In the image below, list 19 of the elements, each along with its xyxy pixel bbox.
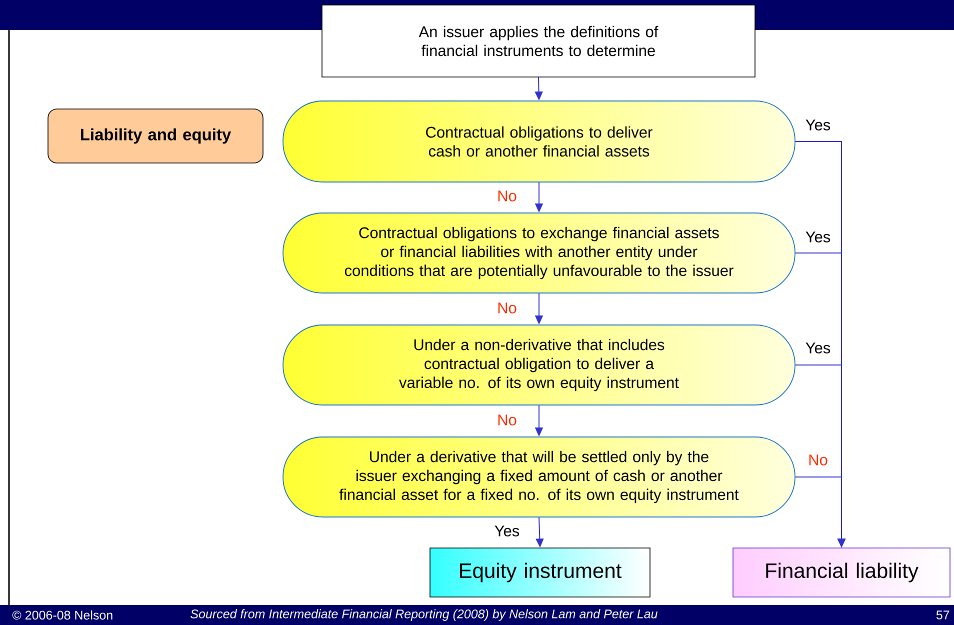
edge-label: Yes: [804, 230, 832, 244]
edge-label: No: [496, 190, 518, 202]
edge-label: Yes: [804, 118, 832, 132]
flow-box: An issuer applies the definitions of financial instruments to determine: [322, 4, 756, 78]
decision-box: Under a non-derivative that includes contractual obligation to deliver a variable no. of its own equity instrument: [282, 324, 796, 406]
edge-label: No: [496, 302, 518, 314]
outcome-box: Equity instrument: [430, 548, 650, 598]
edge-label: No: [807, 454, 829, 466]
footer-text: 57: [936, 610, 950, 620]
outcome-box: Financial liability: [732, 548, 950, 598]
decision-box: Contractual obligations to exchange financial assets or financial liabilities with another entity under conditions that are potentially unfavourable to the issuer: [282, 212, 796, 294]
edge-label: Yes: [804, 342, 832, 354]
footer-text: Sourced from Intermediate Financial Reporting (2008) by Nelson Lam and Peter Lau: [190, 609, 658, 621]
decision-box: Contractual obligations to deliver cash or another financial assets: [282, 100, 796, 182]
edge-label: Yes: [493, 524, 521, 538]
decision-box: Under a derivative that will be settled only by the issuer exchanging a fixed amount of cash or another financial asset for a fixed no. of its own equity instrument: [282, 436, 796, 518]
footer-text: © 2006-08 Nelson: [12, 610, 112, 620]
category-box: Liability and equity: [48, 108, 264, 164]
edge-label: No: [496, 414, 518, 426]
